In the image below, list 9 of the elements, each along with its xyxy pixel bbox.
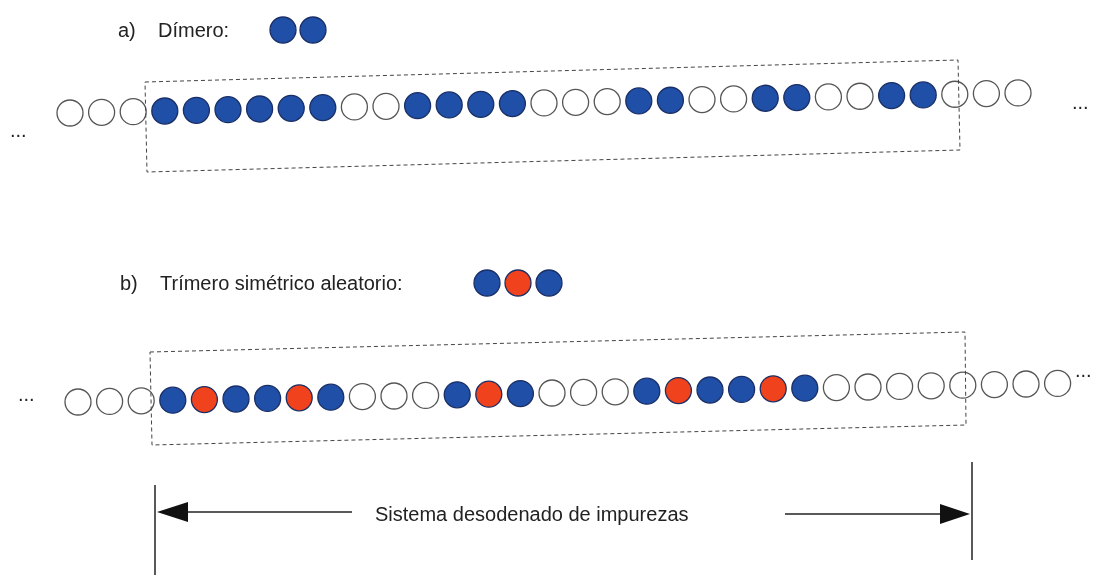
ellipsis-text: ... (1072, 92, 1089, 112)
row-label: Trímero simétrico aleatorio: (160, 273, 403, 293)
row-label: b) (120, 273, 138, 293)
dimension-label: Sistema desodenado de impurezas (375, 504, 689, 524)
row-label: Dímero: (158, 20, 230, 40)
ellipsis-text: ... (1075, 360, 1092, 380)
ellipsis-text: ... (18, 384, 35, 404)
row-label: a) (118, 20, 136, 40)
ellipsis-text: ... (10, 120, 27, 140)
